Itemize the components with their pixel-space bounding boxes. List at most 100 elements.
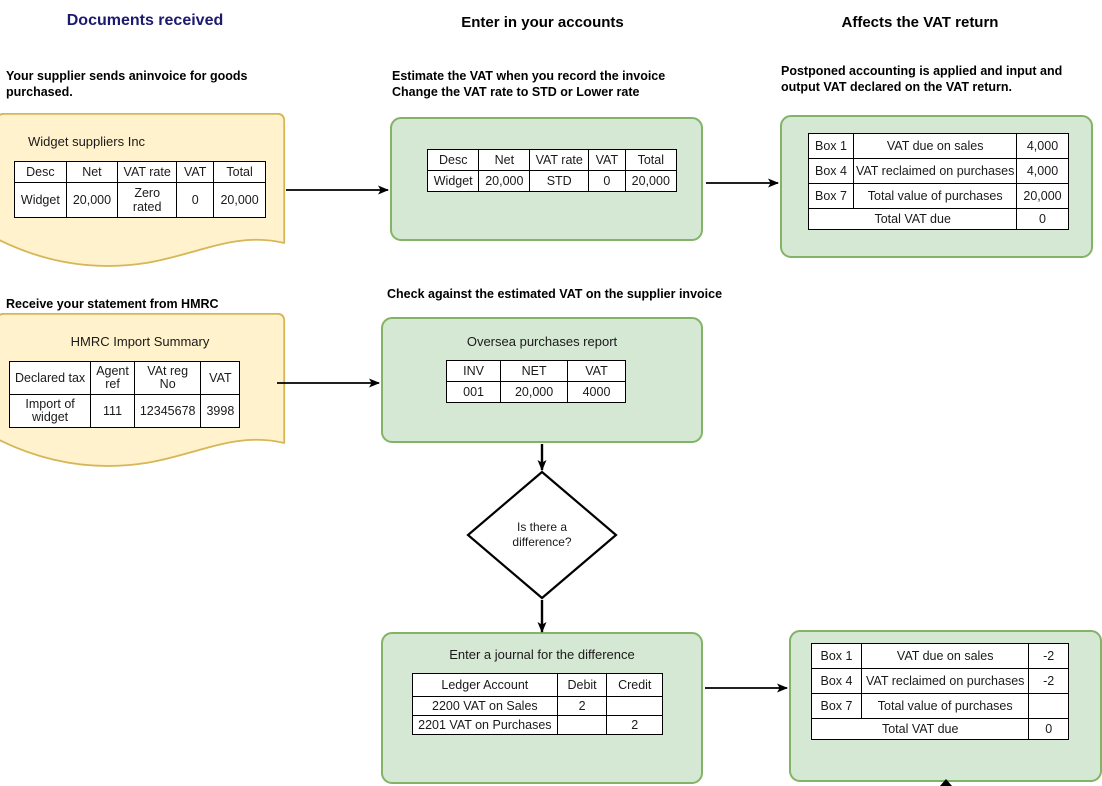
column-title-documents-received: Documents received <box>66 12 224 29</box>
cell-box-value: 20,000 <box>1016 183 1069 209</box>
th-vat: VAT <box>567 360 626 382</box>
vat-return-top-box[interactable]: Box 1 VAT due on sales 4,000 Box 4 VAT r… <box>780 115 1093 258</box>
th-vat: VAT <box>588 149 626 171</box>
table-row: 001 20,000 4000 <box>445 381 626 403</box>
table-header-row: Desc Net VAT rate VAT Total <box>426 149 678 171</box>
hmrc-import-summary-table: Declared tax Agent ref VAt reg No VAT Im… <box>8 361 241 428</box>
table-header-row: INV NET VAT <box>445 360 626 382</box>
table-row: 2201 VAT on Purchases 2 <box>412 715 663 735</box>
cell-box-label: VAT due on sales <box>852 133 1018 159</box>
vat-return-bottom-box[interactable]: Box 1 VAT due on sales -2 Box 4 VAT recl… <box>789 630 1102 782</box>
table-row: Box 1 VAT due on sales 4,000 <box>808 133 1069 159</box>
cell-box-label: VAT reclaimed on purchases <box>852 158 1018 184</box>
cell-ledger-account: 2200 VAT on Sales <box>412 696 558 716</box>
th-agent-ref: Agent ref <box>90 361 135 395</box>
th-vat-reg-no: VAt reg No <box>133 361 202 395</box>
table-row: Widget 20,000 STD 0 20,000 <box>426 170 678 192</box>
table-row: Box 4 VAT reclaimed on purchases 4,000 <box>808 158 1069 184</box>
table-row: 2200 VAT on Sales 2 <box>412 696 663 716</box>
cell-box-value: -2 <box>1028 643 1069 669</box>
th-net: NET <box>500 360 568 382</box>
cell-box-number: Box 4 <box>808 158 854 184</box>
cell-total-label: Total VAT due <box>810 718 1030 740</box>
cell-total-label: Total VAT due <box>807 208 1018 230</box>
cell-box-value <box>1028 693 1069 719</box>
column-title-affects-the-vat-return: Affects the VAT return <box>841 14 999 31</box>
journal-box-title: Enter a journal for the difference <box>449 647 635 662</box>
accounts-entry-box[interactable]: Desc Net VAT rate VAT Total Widget 20,00… <box>390 117 703 241</box>
th-vat: VAT <box>176 161 215 183</box>
cell-box-value: -2 <box>1028 668 1069 694</box>
cell-box-label: Total value of purchases <box>852 183 1018 209</box>
cell-agent-ref: 111 <box>90 394 135 428</box>
th-debit: Debit <box>556 673 608 697</box>
cell-desc: Widget <box>426 170 480 192</box>
table-row: Box 7 Total value of purchases 20,000 <box>808 183 1069 209</box>
cell-vat: 0 <box>176 182 215 218</box>
cell-vat-rate: STD <box>529 170 590 192</box>
table-row-total: Total VAT due 0 <box>807 208 1069 230</box>
cell-declared-tax: Import of widget <box>8 394 92 428</box>
table-row: Box 4 VAT reclaimed on purchases -2 <box>811 668 1069 694</box>
caption-estimate-vat: Estimate the VAT when you record the inv… <box>392 69 666 99</box>
table-row: Import of widget 111 12345678 3998 <box>8 394 241 428</box>
vat-return-bottom-table: Box 1 VAT due on sales -2 Box 4 VAT recl… <box>810 643 1069 740</box>
th-vat: VAT <box>200 361 241 395</box>
column-title-enter-in-your-accounts: Enter in your accounts <box>461 14 624 31</box>
table-row: Box 7 Total value of purchases <box>811 693 1069 719</box>
cell-net: 20,000 <box>500 381 568 403</box>
cell-total-value: 0 <box>1016 208 1069 230</box>
cell-total-value: 0 <box>1028 718 1069 740</box>
th-credit: Credit <box>606 673 663 697</box>
th-vat-rate: VAT rate <box>529 149 590 171</box>
cell-box-label: VAT reclaimed on purchases <box>860 668 1030 694</box>
th-total: Total <box>624 149 678 171</box>
cell-box-value: 4,000 <box>1016 158 1069 184</box>
cell-inv: 001 <box>445 381 502 403</box>
cell-net: 20,000 <box>478 170 531 192</box>
caption-postponed-accounting: Postponed accounting is applied and inpu… <box>781 64 1063 94</box>
cell-vat-rate: Zero rated <box>117 182 178 218</box>
cell-box-label: VAT due on sales <box>860 643 1030 669</box>
cell-desc: Widget <box>14 182 67 218</box>
cell-debit <box>556 715 608 735</box>
diamond-shape-icon <box>466 470 618 600</box>
decision-diamond[interactable]: Is there a difference? <box>466 470 618 600</box>
cell-credit: 2 <box>606 715 663 735</box>
cell-vat: 3998 <box>200 394 241 428</box>
hmrc-import-summary-document-card: HMRC Import Summary Declared tax Agent r… <box>0 313 288 471</box>
cell-box-number: Box 1 <box>808 133 854 159</box>
cell-box-value: 4,000 <box>1016 133 1069 159</box>
table-row-total: Total VAT due 0 <box>810 718 1069 740</box>
supplier-invoice-card-title: Widget suppliers Inc <box>28 134 146 149</box>
caption-supplier-invoice: Your supplier sends aninvoice for goods … <box>6 69 248 99</box>
cell-debit: 2 <box>556 696 608 716</box>
table-header-row: Ledger Account Debit Credit <box>412 673 663 697</box>
th-desc: Desc <box>426 149 480 171</box>
vat-return-top-table: Box 1 VAT due on sales 4,000 Box 4 VAT r… <box>807 133 1069 230</box>
oversea-purchases-table: INV NET VAT 001 20,000 4000 <box>445 360 626 403</box>
table-row: Box 1 VAT due on sales -2 <box>811 643 1069 669</box>
cell-box-number: Box 4 <box>811 668 862 694</box>
table-header-row: Declared tax Agent ref VAt reg No VAT <box>8 361 241 395</box>
accounts-entry-table: Desc Net VAT rate VAT Total Widget 20,00… <box>426 149 678 192</box>
table-header-row: Desc Net VAT rate VAT Total <box>14 161 266 183</box>
cell-net: 20,000 <box>65 182 119 218</box>
journal-entry-table: Ledger Account Debit Credit 2200 VAT on … <box>412 673 663 735</box>
th-declared-tax: Declared tax <box>8 361 92 395</box>
caption-check-estimate: Check against the estimated VAT on the s… <box>387 287 723 301</box>
supplier-invoice-table: Desc Net VAT rate VAT Total Widget 20,00… <box>14 161 266 218</box>
cell-total: 20,000 <box>624 170 678 192</box>
journal-entry-box[interactable]: Enter a journal for the difference Ledge… <box>381 632 703 784</box>
th-inv: INV <box>445 360 502 382</box>
table-row: Widget 20,000 Zero rated 0 20,000 <box>14 182 266 218</box>
cell-credit <box>606 696 663 716</box>
oversea-report-title: Oversea purchases report <box>466 334 618 349</box>
cell-vat: 4000 <box>567 381 626 403</box>
cell-box-label: Total value of purchases <box>860 693 1030 719</box>
cell-ledger-account: 2201 VAT on Purchases <box>412 715 558 735</box>
cell-vat: 0 <box>588 170 626 192</box>
th-desc: Desc <box>14 161 67 183</box>
oversea-purchases-report-box[interactable]: Oversea purchases report INV NET VAT 001… <box>381 317 703 443</box>
